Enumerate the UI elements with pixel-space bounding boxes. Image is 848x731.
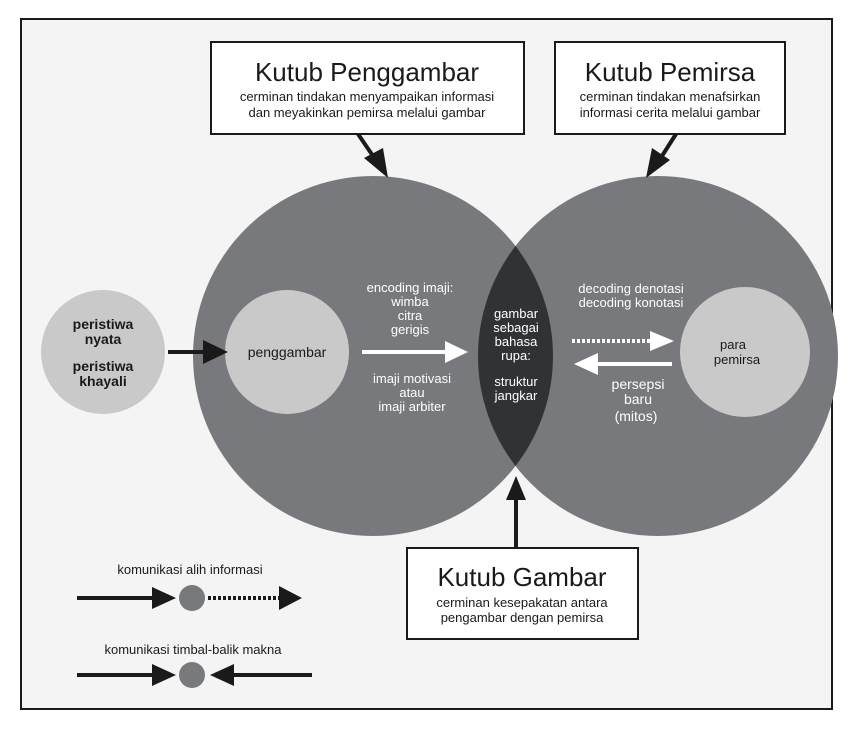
legend-transfer-dot: [179, 585, 205, 611]
motivation-line2: atau: [399, 385, 424, 400]
pole-gambar-line1: cerminan kesepakatan antara: [436, 595, 608, 610]
source-line2: nyata: [85, 331, 122, 347]
legend-transfer-label: komunikasi alih informasi: [117, 562, 262, 577]
pemirsa-node-line2: pemirsa: [714, 352, 761, 367]
pole-penggambar-line2: dan meyakinkan pemirsa melalui gambar: [248, 105, 486, 120]
perception-line3: (mitos): [615, 408, 658, 424]
encoding-line2: wimba: [390, 294, 429, 309]
perception-label: persepsi baru (mitos): [612, 376, 665, 424]
pole-gambar-box: Kutub Gambar cerminan kesepakatan antara…: [406, 547, 639, 640]
pole-penggambar-box: Kutub Penggambar cerminan tindakan menya…: [210, 41, 525, 135]
source-label: peristiwa nyata peristiwa khayali: [73, 316, 134, 389]
source-node: [41, 290, 165, 414]
legend-reciprocal-arrowhead-right: [210, 664, 234, 686]
source-line3: peristiwa: [73, 358, 134, 374]
motivation-label: imaji motivasi atau imaji arbiter: [373, 371, 451, 414]
source-line1: peristiwa: [73, 316, 134, 332]
center-line3: bahasa: [495, 334, 538, 349]
legend-transfer-arrowhead-out: [279, 586, 302, 610]
legend-reciprocal-arrowhead-left: [152, 664, 176, 686]
pole-pemirsa-title: Kutub Pemirsa: [585, 57, 756, 87]
decoding-label: decoding denotasi decoding konotasi: [578, 281, 684, 310]
center-line5: struktur: [494, 374, 538, 389]
center-label: gambar sebagai bahasa rupa: struktur jan…: [493, 306, 539, 403]
legend-reciprocal: komunikasi timbal-balik makna: [77, 642, 312, 688]
encoding-line1: encoding imaji:: [367, 280, 454, 295]
pole-penggambar-title: Kutub Penggambar: [255, 57, 479, 87]
decoding-line2: decoding konotasi: [579, 295, 684, 310]
arrow-pole-pemirsa: [646, 132, 678, 178]
motivation-line1: imaji motivasi: [373, 371, 451, 386]
arrow-encoding: [362, 341, 468, 363]
source-line4: khayali: [79, 373, 126, 389]
circle-penggambar: [193, 176, 553, 536]
pemirsa-node: [680, 287, 810, 417]
pole-pemirsa-box: Kutub Pemirsa cerminan tindakan menafsir…: [554, 41, 786, 135]
pole-penggambar-line1: cerminan tindakan menyampaikan informasi: [240, 89, 494, 104]
pole-gambar-line2: pengambar dengan pemirsa: [441, 610, 604, 625]
decoding-line1: decoding denotasi: [578, 281, 684, 296]
legend-reciprocal-dot: [179, 662, 205, 688]
arrow-decoding: [572, 331, 674, 351]
center-line1: gambar: [494, 306, 539, 321]
encoding-line4: gerigis: [391, 322, 430, 337]
legend-transfer-arrowhead-in: [152, 587, 176, 609]
encoding-label: encoding imaji: wimba citra gerigis: [367, 280, 454, 337]
pole-pemirsa-line2: informasi cerita melalui gambar: [580, 105, 761, 120]
motivation-line3: imaji arbiter: [378, 399, 446, 414]
arrow-pole-penggambar: [356, 132, 388, 178]
pole-gambar-title: Kutub Gambar: [437, 562, 606, 592]
penggambar-node: [225, 290, 349, 414]
perception-line2: baru: [624, 391, 652, 407]
pemirsa-node-line1: para: [720, 337, 747, 352]
center-line2: sebagai: [493, 320, 539, 335]
arrow-perception: [574, 353, 672, 375]
circle-pemirsa: [478, 176, 838, 536]
legend-transfer: komunikasi alih informasi: [77, 562, 302, 611]
center-line4: rupa:: [501, 348, 531, 363]
perception-line1: persepsi: [612, 376, 665, 392]
arrow-pole-gambar: [506, 476, 526, 548]
legend-reciprocal-label: komunikasi timbal-balik makna: [104, 642, 282, 657]
pole-pemirsa-line1: cerminan tindakan menafsirkan: [580, 89, 761, 104]
penggambar-node-label: penggambar: [248, 344, 327, 360]
arrow-source-to-penggambar: [168, 340, 228, 364]
center-line6: jangkar: [494, 388, 538, 403]
encoding-line3: citra: [398, 308, 423, 323]
